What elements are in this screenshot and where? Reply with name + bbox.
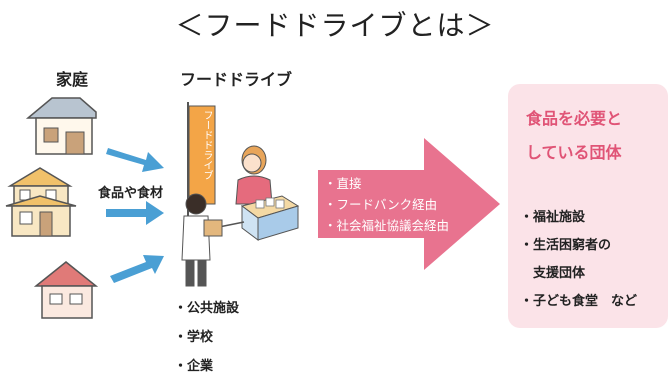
list-item: ・生活困窮者の <box>520 238 612 253</box>
arrow-icon <box>106 201 164 225</box>
destination-title: 食品を必要と している団体 <box>526 102 622 170</box>
donation-label: 食品や食材 <box>98 186 164 201</box>
house-icon <box>25 97 97 155</box>
list-item: ・子ども食堂 など <box>520 294 638 309</box>
location-list: ・公共施設 ・学校 ・企業 <box>174 294 239 381</box>
house-icon <box>5 167 77 237</box>
route-list: ・直接 ・フードバンク経由 ・社会福祉協議会経由 <box>324 173 449 236</box>
food-drive-label: フードドライブ <box>180 70 293 89</box>
list-item: ・学校 <box>174 330 214 345</box>
volunteer-person-icon <box>235 145 273 205</box>
list-item: ・公共施設 <box>174 301 240 316</box>
house-icon <box>33 261 99 319</box>
banner-flag-icon <box>187 102 216 228</box>
donation-box-icon <box>240 195 300 241</box>
households-label: 家庭 <box>56 70 89 89</box>
destination-title-line: している団体 <box>526 143 622 162</box>
arrow-icon <box>110 255 164 283</box>
list-item: ・企業 <box>174 359 214 374</box>
banner-text: フードドライブ <box>201 110 212 180</box>
page-title: ＜フードドライブとは＞ <box>175 9 495 42</box>
distribution-arrow-icon <box>318 138 500 270</box>
destination-list: ・福祉施設 ・生活困窮者の 支援団体 ・子ども食堂 など <box>520 204 637 316</box>
donor-person-icon <box>181 193 223 287</box>
destination-title-line: 食品を必要と <box>526 109 623 128</box>
list-item: 支援団体 <box>520 266 586 281</box>
destination-box: 食品を必要と している団体 ・福祉施設 ・生活困窮者の 支援団体 ・子ども食堂 … <box>508 84 668 328</box>
list-item: ・社会福祉協議会経由 <box>324 218 450 233</box>
list-item: ・直接 <box>324 176 362 191</box>
list-item: ・福祉施設 <box>520 210 586 225</box>
arrow-icon <box>106 148 164 172</box>
list-item: ・フードバンク経由 <box>324 197 438 212</box>
